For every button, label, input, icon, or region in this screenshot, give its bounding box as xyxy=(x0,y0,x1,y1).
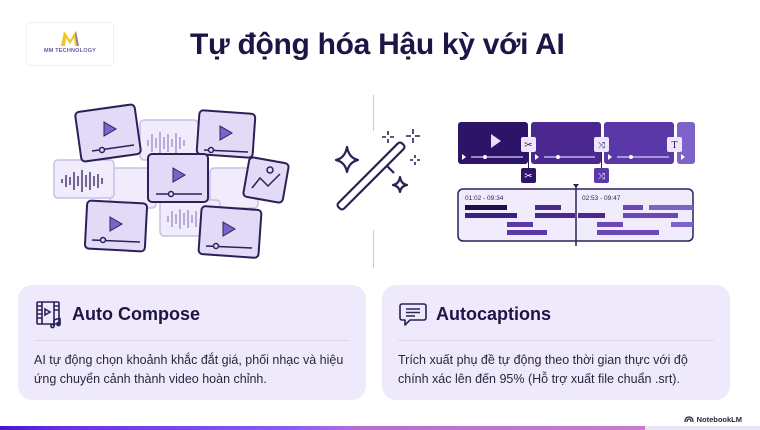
divider xyxy=(398,340,714,341)
svg-text:02:53 - 09:47: 02:53 - 09:47 xyxy=(582,195,621,202)
card-description: AI tự động chọn khoảnh khắc đắt giá, phố… xyxy=(34,353,344,386)
media-clips-collage xyxy=(53,103,290,259)
film-music-icon xyxy=(36,301,61,329)
feature-card-auto-compose: Auto Compose AI tự động chọn khoảnh khắc… xyxy=(18,285,366,400)
svg-text:⤨: ⤨ xyxy=(598,171,606,181)
company-logo: MM TECHNOLOGY xyxy=(26,22,114,66)
feature-card-autocaptions: Autocaptions Trích xuất phụ đề tự động t… xyxy=(382,285,730,400)
text-icon: T xyxy=(667,137,682,152)
notebooklm-icon xyxy=(683,416,694,423)
m-logo-icon xyxy=(61,31,79,46)
caption-bubble-icon xyxy=(399,303,427,326)
svg-text:✂: ✂ xyxy=(524,171,532,182)
logo-text: MM TECHNOLOGY xyxy=(43,48,97,54)
magic-wand-icon xyxy=(334,129,420,211)
card-title: Auto Compose xyxy=(72,303,200,324)
svg-text:✂: ✂ xyxy=(524,140,532,151)
card-description: Trích xuất phụ đề tự động theo thời gian… xyxy=(398,353,688,386)
slide-progress-track xyxy=(645,426,760,430)
shuffle-icon: ⤨ ⤨ xyxy=(594,137,609,183)
svg-text:⤨: ⤨ xyxy=(598,140,606,150)
svg-text:01:02 - 09:34: 01:02 - 09:34 xyxy=(465,195,504,202)
notebooklm-brand: NotebookLM xyxy=(683,415,742,424)
card-title: Autocaptions xyxy=(436,303,551,324)
divider xyxy=(373,230,374,268)
divider xyxy=(34,340,350,341)
svg-text:T: T xyxy=(671,140,677,151)
brand-label: NotebookLM xyxy=(696,415,742,424)
page-title: Tự động hóa Hậu kỳ với AI xyxy=(190,28,565,61)
editing-timeline: ✂ ✂ ⤨ ⤨ T 01:02 - 09:34 02:53 - 09:47 xyxy=(457,122,695,246)
scissors-icon: ✂ ✂ xyxy=(521,137,536,183)
slide-progress-bar xyxy=(0,426,645,430)
divider xyxy=(373,95,374,131)
